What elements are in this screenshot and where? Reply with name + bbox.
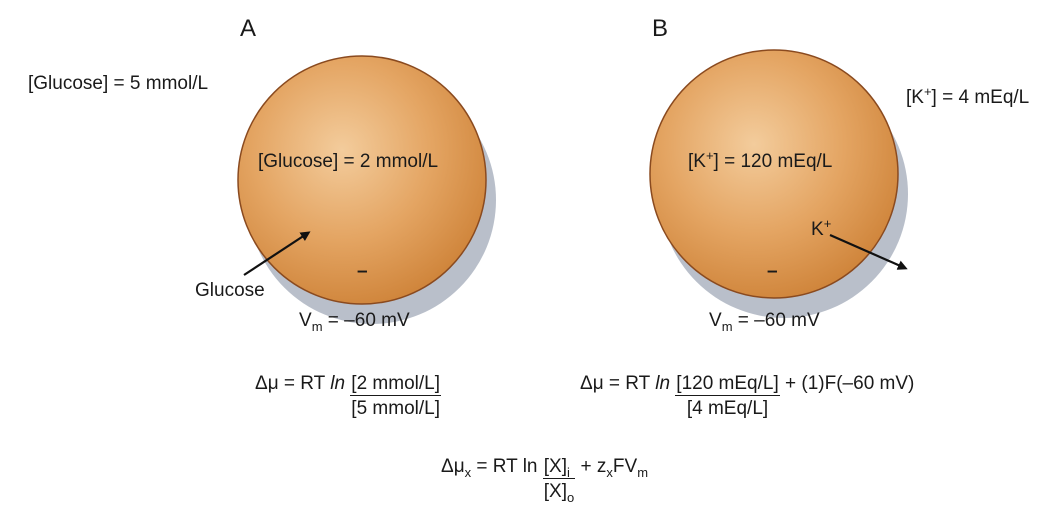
general-electrochemical-equation: Δμx = RT ln [X]i[X]o + zxFVm (441, 456, 649, 505)
cell-a (237, 55, 496, 324)
panel-a-membrane-potential: Vm = –60 mV (299, 310, 410, 334)
cell-a-body (237, 55, 487, 305)
glucose-influx-arrow (243, 231, 311, 276)
panel-b-equation: Δμ = RT ln [120 mEq/L][4 mEq/L] + (1)F(–… (580, 373, 915, 419)
panel-b-membrane-potential: Vm = –60 mV (709, 310, 820, 334)
panel-b-arrow-label: K+ (811, 216, 832, 240)
panel-b-membrane-charge: – (767, 261, 778, 282)
panel-a-inside-concentration: [Glucose] = 2 mmol/L (258, 151, 439, 172)
panel-b-label: B (652, 15, 669, 42)
panel-a-outside-concentration: [Glucose] = 5 mmol/L (28, 73, 209, 94)
panel-b-outside-concentration: [K+] = 4 mEq/L (906, 84, 1030, 108)
panel-a-label: A (240, 15, 257, 42)
panel-b-inside-concentration: [K+] = 120 mEq/L (688, 148, 833, 172)
potassium-efflux-arrow (829, 233, 908, 270)
panel-a-membrane-charge: – (357, 261, 368, 282)
panel-a-arrow-label: Glucose (195, 280, 265, 301)
panel-a-equation: Δμ = RT ln [2 mmol/L][5 mmol/L] (255, 373, 441, 419)
cell-b (649, 49, 908, 318)
cell-b-body (649, 49, 899, 299)
